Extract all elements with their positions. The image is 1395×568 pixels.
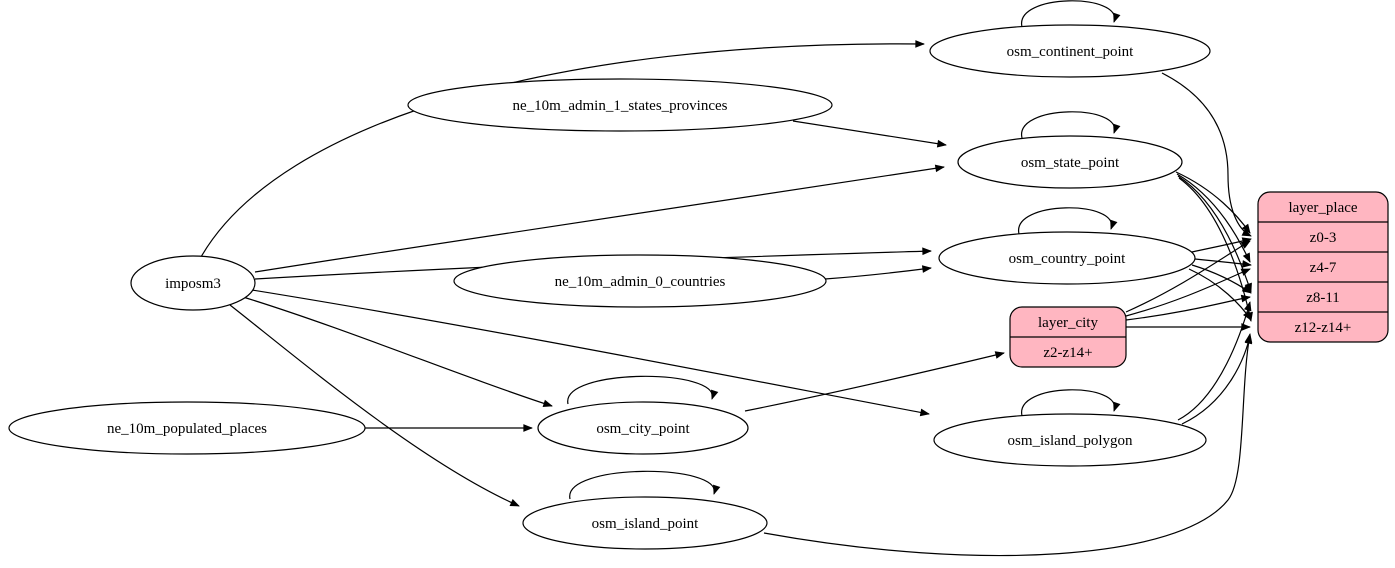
node-ne_10m_populated_places: ne_10m_populated_places <box>8 401 366 455</box>
node-osm_country_point: osm_country_point <box>938 231 1196 285</box>
edge-imposm3-osm_island_polygon <box>251 289 930 417</box>
edge-loop-osm_continent_point <box>1021 0 1121 28</box>
osm_city_point-ellipse <box>537 401 749 455</box>
edge-imposm3-osm_island_point <box>229 304 520 507</box>
osm_state_point-ellipse <box>957 135 1183 189</box>
edge-layer_city-z0-3 <box>1125 240 1251 313</box>
node-osm_city_point: osm_city_point <box>537 401 749 455</box>
record-layer_city: layer_city z2-z14+ <box>1009 306 1127 368</box>
node-ne_10m_admin_0_countries: ne_10m_admin_0_countries <box>453 254 827 308</box>
ne_10m_admin_0-ellipse <box>453 254 827 308</box>
osm_island_point-label: osm_island_point <box>592 516 700 532</box>
edge-group <box>200 0 1253 557</box>
edge-loop-osm_state_point <box>1021 111 1121 139</box>
layer_city-title: layer_city <box>1038 315 1098 331</box>
edge-osm_island_point-z12-z14 <box>763 333 1253 557</box>
layer_place-row-z12-z14: z12-z14+ <box>1295 320 1352 336</box>
edge-ne1-osm_state_point <box>792 120 947 148</box>
edge-osm_island_polygon-z8-11 <box>1177 301 1252 421</box>
layer_place-title: layer_place <box>1288 200 1357 216</box>
osm_country_point-label: osm_country_point <box>1009 251 1126 267</box>
edge-ne0-osm_country_point <box>824 265 932 280</box>
layer_place-row-z8-11: z8-11 <box>1306 290 1340 306</box>
osm_city_point-label: osm_city_point <box>596 421 690 437</box>
node-imposm3: imposm3 <box>130 255 256 311</box>
ne_10m_admin_1-ellipse <box>407 78 833 132</box>
layer_place-box <box>1257 191 1389 343</box>
edge-osm_continent_point-z0-3 <box>1161 72 1252 237</box>
node-ne_10m_admin_1_states_provinces: ne_10m_admin_1_states_provinces <box>407 78 833 132</box>
osm_continent_point-label: osm_continent_point <box>1007 44 1134 60</box>
edge-loop-osm_island_polygon <box>1021 389 1121 417</box>
ne_10m_admin_1-label: ne_10m_admin_1_states_provinces <box>513 98 728 114</box>
layer_place-row-z4-7: z4-7 <box>1310 260 1337 276</box>
edge-loop-osm_city_point <box>567 375 719 405</box>
record-layer_place: layer_place z0-3 z4-7 z8-11 z12-z14+ <box>1257 191 1389 343</box>
node-osm_state_point: osm_state_point <box>957 135 1183 189</box>
osm_continent_point-ellipse <box>929 24 1211 78</box>
ne_10m_populated_places-label: ne_10m_populated_places <box>107 421 267 437</box>
osm_island_point-ellipse <box>522 496 768 550</box>
edge-osm_country_point-z4-7 <box>1194 258 1252 268</box>
edge-osm_state_point-z8-11 <box>1177 175 1252 293</box>
edge-imposm3-osm_city_point <box>242 296 553 408</box>
edge-osm_state_point-z4-7 <box>1176 173 1251 263</box>
osm_country_point-ellipse <box>938 231 1196 285</box>
imposm3-label: imposm3 <box>165 276 221 292</box>
edge-imposm3-osm_state_point <box>254 164 945 273</box>
ne_10m_populated_places-ellipse <box>8 401 366 455</box>
node-osm_island_point: osm_island_point <box>522 496 768 550</box>
edge-loop-osm_island_point <box>569 470 721 500</box>
edge-osm_state_point-z0-3 <box>1175 171 1251 234</box>
edge-osm_city_point-layer_city <box>744 351 1005 412</box>
osm_island_polygon-label: osm_island_polygon <box>1007 433 1133 449</box>
edge-osm_country_point-z8-11 <box>1191 264 1252 294</box>
edge-osm_country_point-z0-3 <box>1191 237 1252 253</box>
node-osm_continent_point: osm_continent_point <box>929 24 1211 78</box>
imposm3-ellipse <box>130 255 256 311</box>
ne_10m_admin_0-label: ne_10m_admin_0_countries <box>555 274 726 290</box>
edge-loop-osm_country_point <box>1018 207 1118 235</box>
layer_city-row-z2-z14: z2-z14+ <box>1043 345 1092 361</box>
osm_island_polygon-ellipse <box>933 413 1207 467</box>
layer_place-row-z0-3: z0-3 <box>1310 230 1337 246</box>
edge-layer_city-z8-11 <box>1125 294 1251 321</box>
node-osm_island_polygon: osm_island_polygon <box>933 413 1207 467</box>
osm_state_point-label: osm_state_point <box>1021 155 1120 171</box>
edge-layer_city-z4-7 <box>1125 268 1251 317</box>
edge-osm_country_point-z12-z14 <box>1188 268 1252 321</box>
